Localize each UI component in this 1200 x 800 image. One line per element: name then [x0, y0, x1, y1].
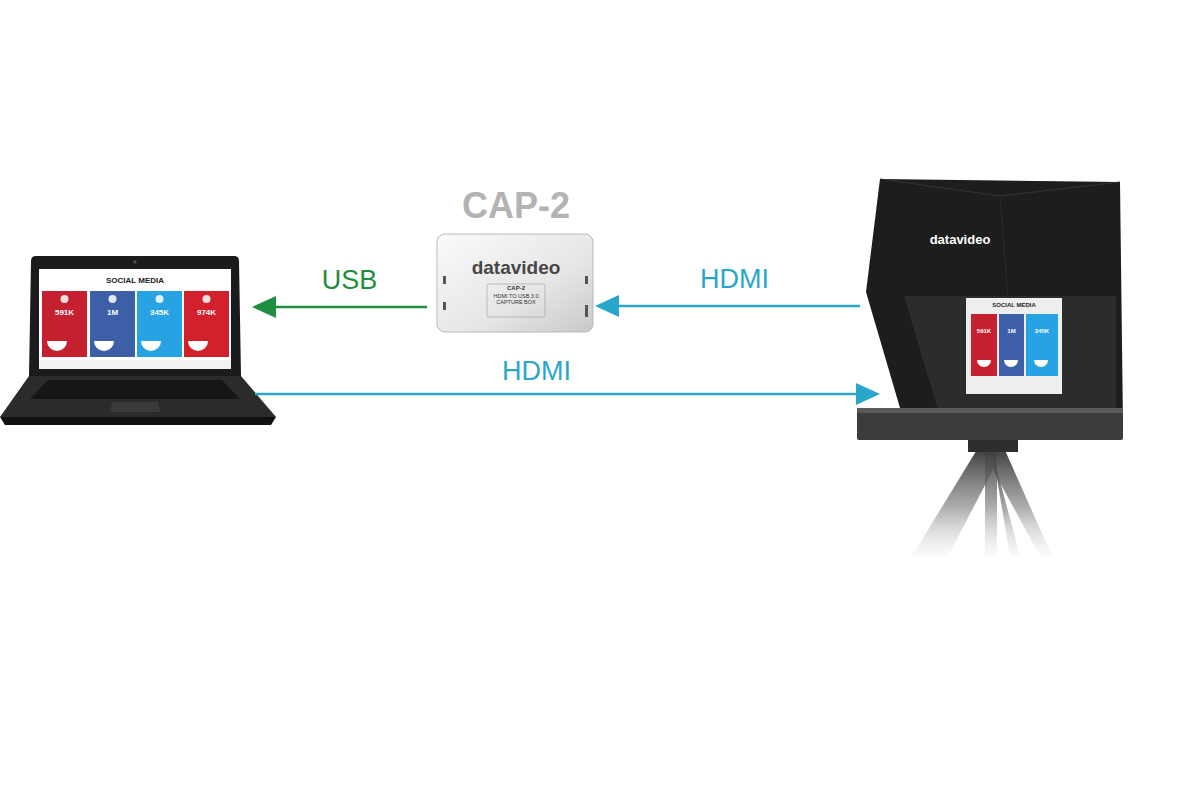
laptop-illustration — [0, 256, 276, 425]
chart-card — [137, 291, 182, 357]
teleprompter-illustration — [857, 179, 1123, 556]
signal-label: HDMI — [655, 264, 815, 295]
brand-logo: datavideo — [437, 257, 595, 279]
port-marking — [585, 305, 588, 317]
prompter-screen — [966, 298, 1062, 394]
device-heading: CAP-2 — [417, 185, 615, 226]
node-text: SOCIAL MEDIA — [40, 276, 230, 285]
card-icon — [61, 295, 69, 303]
card-icon — [203, 295, 211, 303]
pie-chart — [1004, 360, 1018, 367]
signal-label: HDMI — [457, 356, 617, 387]
signal-label: USB — [270, 265, 430, 296]
screen-text: 591K — [44, 308, 85, 317]
chart-card — [90, 291, 135, 357]
pie-chart — [1034, 360, 1048, 367]
screen-text: SOCIAL MEDIA — [968, 302, 1060, 309]
port-marking — [585, 276, 588, 284]
card-icon — [156, 295, 164, 303]
laptop-lid — [29, 256, 241, 376]
laptop-display — [39, 269, 231, 369]
prompter-hood — [866, 179, 1123, 425]
tripod-head — [968, 438, 1018, 452]
chart-card — [1026, 314, 1058, 376]
screen-text: 345K — [139, 308, 180, 317]
signal-arrow — [252, 296, 427, 318]
laptop-keyboard — [30, 380, 240, 399]
screen-footer — [39, 360, 231, 369]
arrow-line — [255, 393, 858, 396]
capture-box-plate — [487, 284, 545, 317]
chart-card — [184, 291, 229, 357]
brand-logo: datavideo — [920, 233, 1000, 248]
chart-card — [999, 314, 1024, 376]
laptop-node: SOCIAL MEDIA — [0, 255, 256, 427]
screen-text: 974K — [186, 308, 227, 317]
arrow-head — [252, 296, 276, 318]
hood-seam — [880, 179, 1120, 196]
shelf-top — [857, 408, 1123, 413]
tripod-legs — [912, 448, 1052, 556]
teleprompter-node: datavideo — [862, 178, 1124, 440]
arrow-head — [595, 295, 619, 317]
model-label: CAP-2 — [487, 285, 545, 292]
pie-chart — [977, 360, 991, 367]
hood-seam — [1000, 196, 1008, 298]
laptop-touchpad — [110, 402, 160, 412]
screen-text: 1M — [999, 328, 1024, 335]
chart-card — [971, 314, 997, 376]
pie-chart — [94, 341, 114, 351]
tripod-leg — [993, 455, 1020, 556]
pie-chart — [188, 341, 208, 351]
arrow-line — [274, 306, 427, 309]
port-marking — [443, 276, 446, 284]
laptop-edge — [0, 417, 276, 425]
capture-box-illustration — [437, 234, 593, 332]
prompter-shelf — [857, 408, 1123, 440]
capture-box-node: CAP-2datavideoCAP-2HDMI TO USB 3.0 CAPTU… — [437, 185, 595, 335]
laptop-base — [0, 376, 276, 417]
arrow-line — [617, 305, 860, 308]
screen-text: 591K — [971, 328, 997, 335]
capture-box-body — [437, 234, 593, 332]
screen-text: 1M — [92, 308, 133, 317]
pie-chart — [141, 341, 161, 351]
signal-arrow — [255, 383, 880, 405]
signal-arrow — [595, 295, 860, 317]
pie-chart — [47, 341, 67, 351]
screen-text: 345K — [1026, 328, 1058, 335]
device-caption: HDMI TO USB 3.0 CAPTURE BOX — [487, 293, 545, 306]
prompter-glass — [904, 296, 1116, 410]
port-marking — [443, 302, 446, 310]
arrow-head — [856, 383, 880, 405]
laptop-webcam — [133, 260, 136, 263]
card-icon — [109, 295, 117, 303]
chart-card — [42, 291, 87, 357]
